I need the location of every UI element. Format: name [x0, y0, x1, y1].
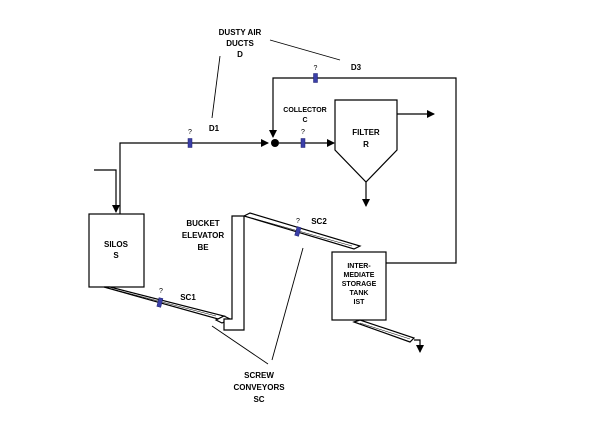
ducts-label-line3: D: [237, 50, 243, 59]
duct-junction: [271, 139, 279, 147]
bucket-label-line3: BE: [197, 243, 209, 252]
sensor-d1-mark: ?: [188, 129, 192, 136]
leader-ducts-to-d3: [269, 39, 341, 61]
sc1-label: SC1: [180, 293, 196, 302]
screw-conveyor-sc2: [242, 212, 362, 250]
collector-label-line2: C: [302, 117, 307, 124]
filter-label-line2: R: [363, 140, 369, 149]
silo-feed-line: [94, 169, 120, 213]
ist-label-line3: STORAGE: [342, 281, 377, 288]
filter-r: [334, 99, 398, 183]
ducts-label-line2: DUCTS: [226, 39, 254, 48]
ist-label-line4: TANK: [350, 290, 369, 297]
sensor-sc2-mark: ?: [296, 218, 300, 225]
ist-outlet-conveyor: [352, 319, 416, 343]
sc2-label: SC2: [311, 217, 327, 226]
leader-sc-to-sc2: [271, 247, 304, 361]
silos-s: [88, 213, 145, 288]
ist-label-line2: MEDIATE: [344, 272, 375, 279]
sensor-d3: [313, 73, 318, 83]
leader-ducts-to-d1: [211, 55, 221, 119]
ist-label-line5: IST: [354, 299, 366, 306]
duct-d1: [119, 139, 269, 214]
screw-label-line1: SCREW: [244, 371, 274, 380]
bucket-label-line1: BUCKET: [186, 219, 219, 228]
intermediate-storage-tank-ist: [331, 251, 387, 321]
collector-label-line1: COLLECTOR: [283, 107, 326, 114]
screw-label-line3: SC: [253, 395, 264, 404]
ducts-label-line1: DUSTY AIR: [219, 28, 262, 37]
sensor-sc1: [156, 297, 164, 308]
leader-sc-to-sc1: [211, 325, 269, 365]
sensor-collector: [300, 138, 306, 148]
sensor-collector-mark: ?: [301, 129, 305, 136]
screw-conveyor-sc1: [103, 286, 232, 324]
sensor-d1: [187, 138, 193, 148]
duct-d3: [269, 77, 457, 264]
d3-label: D3: [351, 63, 362, 72]
d1-label: D1: [209, 124, 220, 133]
bucket-elevator-be: [223, 215, 245, 331]
screw-label-line2: CONVEYORS: [233, 383, 285, 392]
ist-label-line1: INTER-: [347, 263, 371, 270]
sensor-sc2: [294, 226, 302, 237]
bucket-label-line2: ELEVATOR: [182, 231, 224, 240]
ist-outlet-arrow: [414, 339, 424, 353]
filter-label-line1: FILTER: [352, 128, 380, 137]
silos-label-line2: S: [113, 251, 119, 260]
silos-label-line1: SILOS: [104, 240, 129, 249]
sensor-d3-mark: ?: [314, 65, 318, 72]
sensor-sc1-mark: ?: [159, 288, 163, 295]
